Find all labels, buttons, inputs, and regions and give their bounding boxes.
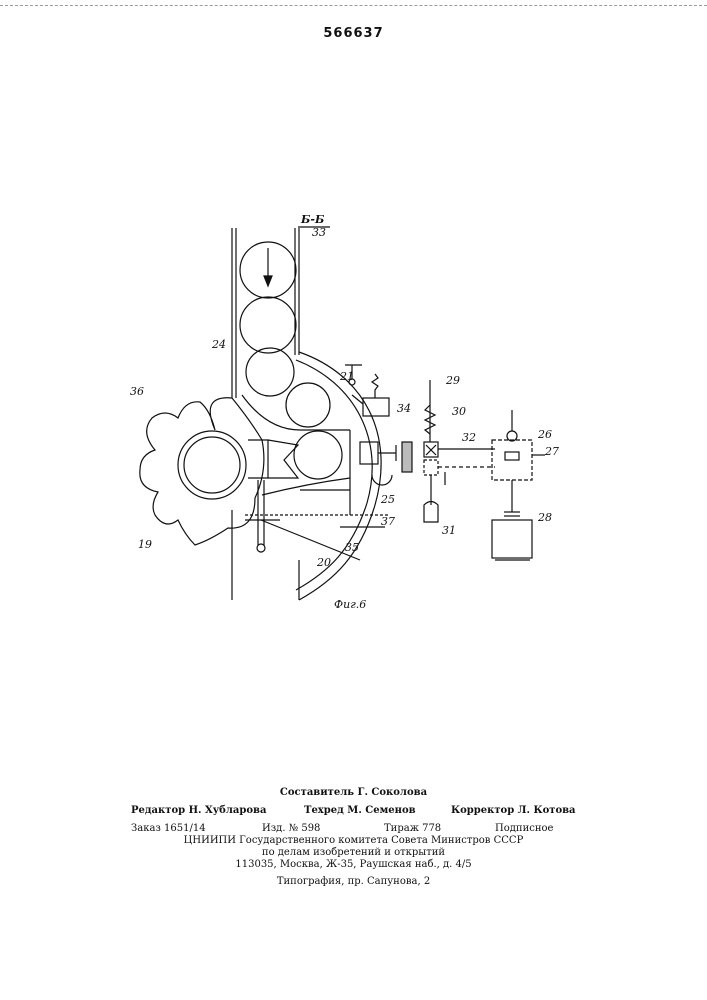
- relay-unit: [492, 410, 545, 516]
- institute-line: ЦНИИПИ Государственного комитета Совета …: [0, 835, 707, 847]
- printer-line: Типография, пр. Сапунова, 2: [0, 876, 707, 888]
- section-mark: Б-Б: [300, 213, 325, 226]
- label-33: 33: [312, 226, 326, 239]
- lever-35: [245, 480, 360, 560]
- label-20: 20: [316, 556, 331, 569]
- control-unit: [424, 380, 495, 522]
- label-25: 25: [380, 493, 395, 506]
- sensor-25: [360, 442, 412, 485]
- motor-28: [492, 520, 532, 560]
- label-29: 29: [445, 374, 460, 387]
- label-24: 24: [211, 338, 226, 351]
- label-37: 37: [381, 515, 395, 528]
- label-19: 19: [138, 538, 152, 551]
- arc-guard-inner: [296, 360, 372, 590]
- label-28: 28: [537, 511, 552, 524]
- institute-sub-line: по делам изобретений и открытий: [0, 847, 707, 859]
- editor-line: Редактор Н. Хубларова: [131, 805, 266, 817]
- wheel-outer-ring: [178, 431, 246, 499]
- corrector-line: Корректор Л. Котова: [451, 805, 576, 817]
- techred-line: Техред М. Семенов: [304, 805, 416, 817]
- feed-arrow-head: [264, 276, 272, 286]
- arc-guard: [299, 352, 381, 600]
- print-run: Тираж 778: [384, 823, 441, 835]
- label-35: 35: [345, 541, 359, 554]
- label-27: 27: [544, 445, 559, 458]
- feed-chute: [232, 228, 299, 600]
- label-30: 30: [452, 405, 466, 418]
- label-31: 31: [442, 524, 456, 537]
- label-36: 36: [130, 385, 144, 398]
- figure-caption: Фиг.6: [334, 598, 366, 611]
- subscription-note: Подписное: [495, 823, 553, 835]
- compiler-line: Составитель Г. Соколова: [0, 787, 707, 799]
- label-21: 21: [339, 370, 354, 383]
- label-32: 32: [462, 431, 476, 444]
- label-26: 26: [537, 428, 552, 441]
- edition-number: Изд. № 598: [262, 823, 320, 835]
- order-number: Заказ 1651/14: [131, 823, 206, 835]
- label-34: 34: [397, 402, 411, 415]
- address-line: 113035, Москва, Ж-35, Раушская наб., д. …: [0, 859, 707, 871]
- wheel-inner-disc: [184, 437, 240, 493]
